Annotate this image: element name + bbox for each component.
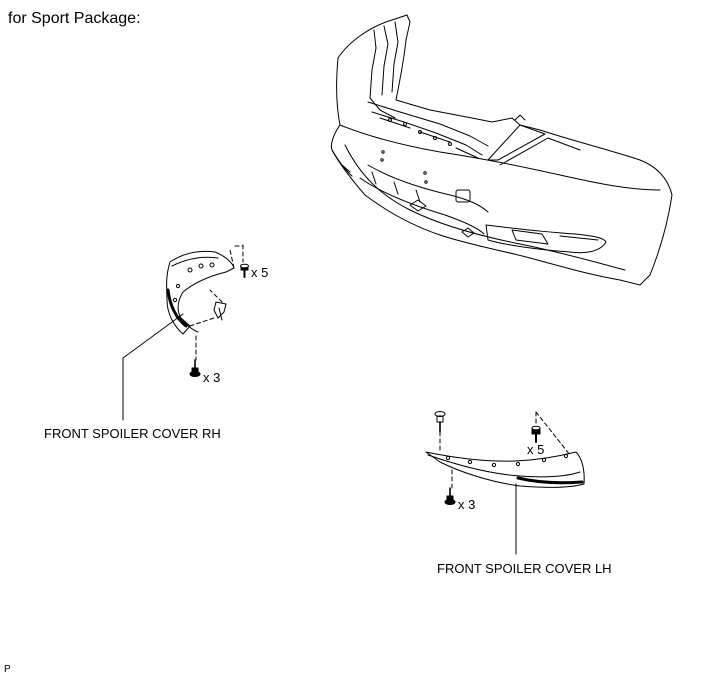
lh-leader-lines xyxy=(439,411,571,489)
front-spoiler-cover-rh-drawing xyxy=(166,250,235,335)
rh-leader-lines xyxy=(189,244,244,361)
lh-clip-quantity: x 3 xyxy=(458,497,476,512)
front-spoiler-cover-lh-drawing xyxy=(425,451,585,488)
clip-icon xyxy=(434,411,446,433)
corner-code: P xyxy=(4,664,11,675)
page-heading: for Sport Package: xyxy=(8,10,141,27)
screw-icon xyxy=(531,425,541,443)
front-spoiler-cover-rh-label: FRONT SPOILER COVER RH xyxy=(44,426,221,441)
clip-icon xyxy=(444,487,456,505)
rh-clip-quantity: x 3 xyxy=(203,370,221,385)
rh-screw-quantity: x 5 xyxy=(251,265,269,280)
clip-icon xyxy=(189,359,201,377)
front-bumper-drawing xyxy=(330,14,673,286)
lh-screw-quantity: x 5 xyxy=(527,442,545,457)
rh-label-leader xyxy=(122,313,184,421)
front-spoiler-cover-lh-label: FRONT SPOILER COVER LH xyxy=(437,561,612,576)
screw-icon xyxy=(240,263,249,278)
clip-icon xyxy=(213,301,227,321)
